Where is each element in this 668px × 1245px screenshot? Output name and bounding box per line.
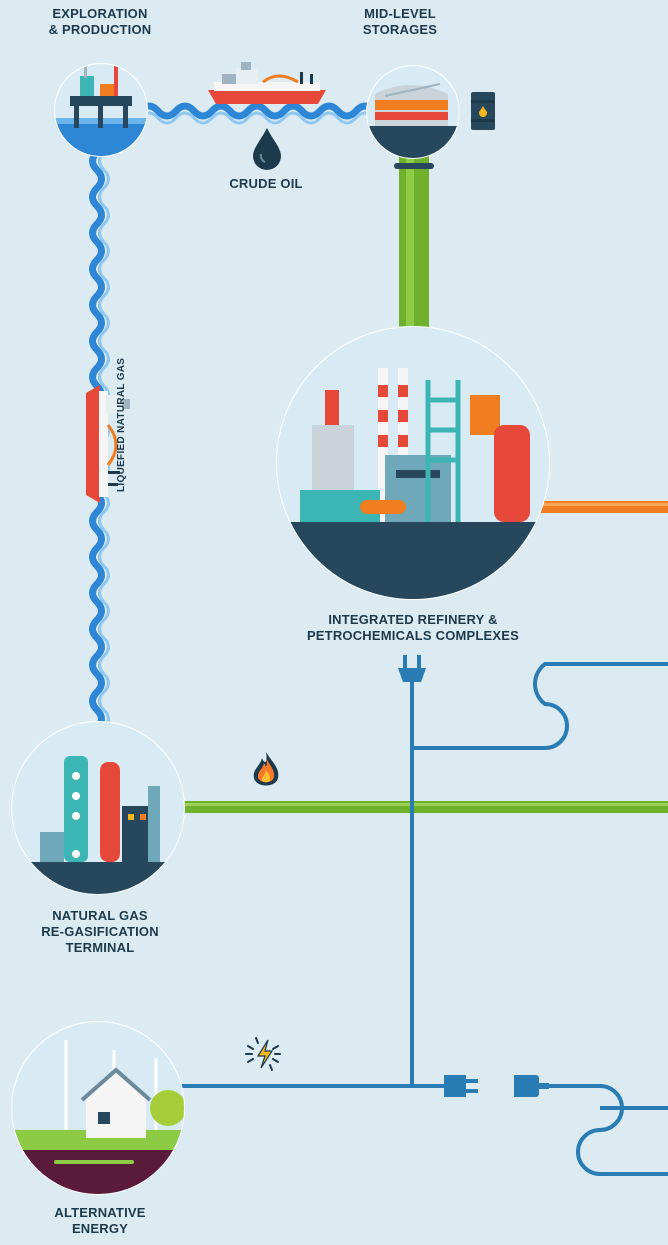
lightning-icon bbox=[245, 1037, 281, 1071]
refinery-output-pipeline bbox=[540, 501, 668, 513]
lng-ship-icon bbox=[86, 385, 130, 503]
power-network bbox=[180, 662, 668, 1176]
oil-barrel-icon bbox=[471, 92, 495, 130]
crude-oil-sea-route bbox=[136, 102, 378, 120]
wind-solar-house-icon bbox=[11, 1021, 185, 1195]
regas-terminal-label: NATURAL GAS RE-GASIFICATION TERMINAL bbox=[41, 908, 159, 955]
oil-drop-icon bbox=[253, 128, 281, 170]
crude-oil-label: CRUDE OIL bbox=[229, 176, 303, 191]
crude-pipeline bbox=[394, 150, 434, 345]
regas-terminal-icon bbox=[11, 721, 185, 895]
exploration-production-label: EXPLORATION & PRODUCTION bbox=[48, 6, 152, 37]
gas-flame-icon bbox=[253, 752, 279, 786]
liquefied-natural-gas-label: LIQUEFIED NATURAL GAS bbox=[116, 357, 127, 492]
mid-level-storages-label: MID-LEVEL STORAGES bbox=[362, 6, 438, 37]
tanker-ship-icon bbox=[208, 62, 326, 104]
offshore-platform-icon bbox=[54, 63, 148, 157]
gas-pipeline bbox=[180, 801, 668, 813]
refinery-icon bbox=[276, 326, 550, 600]
refinery-label: INTEGRATED REFINERY & PETROCHEMICALS COM… bbox=[306, 612, 520, 643]
power-plug-icon bbox=[398, 655, 426, 682]
storage-tank-icon bbox=[366, 65, 460, 159]
alternative-energy-label: ALTERNATIVE ENERGY bbox=[54, 1205, 146, 1236]
plug-connector-icon bbox=[444, 1075, 549, 1097]
